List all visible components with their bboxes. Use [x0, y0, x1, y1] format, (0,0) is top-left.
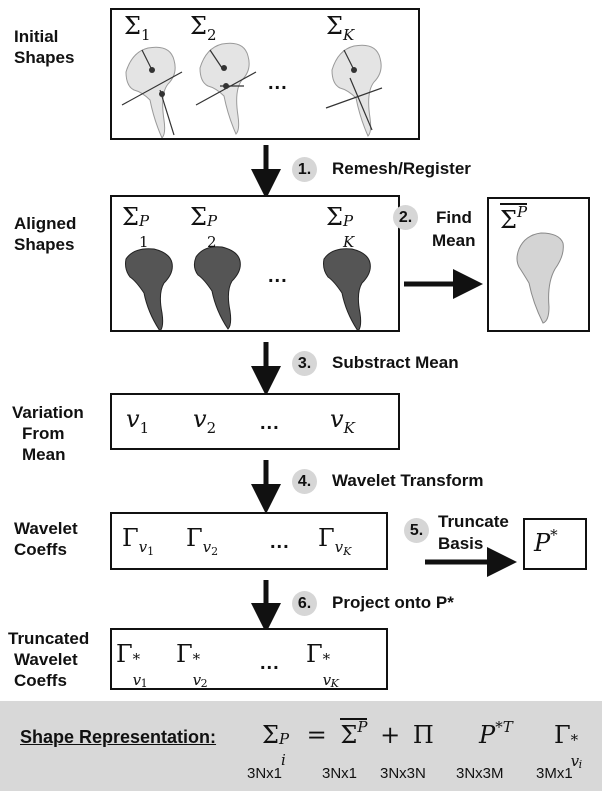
step-1-badge: 1.	[292, 157, 317, 182]
step-4-badge: 4.	[292, 469, 317, 494]
box-truncated-coeffs	[110, 628, 388, 690]
label-variation-from-mean: Variation From Mean	[12, 403, 84, 464]
step-6-label: Project onto P*	[332, 593, 454, 612]
v-1: v1	[126, 405, 150, 437]
ellipsis-initial: ...	[268, 72, 288, 94]
sigma-1: Σ1	[124, 12, 151, 44]
box-p-star	[523, 518, 587, 570]
v-k: vK	[330, 405, 355, 437]
box-initial-shapes	[110, 8, 420, 140]
label-truncated-wavelet-coeffs: Truncated Wavelet Coeffs	[8, 629, 90, 690]
mean-shape-rendering	[516, 232, 564, 324]
p-star: P*	[534, 526, 558, 557]
step-3-label: Substract Mean	[332, 353, 459, 372]
dim-4: 3Nx3M	[456, 765, 504, 782]
box-wavelet-coeffs	[110, 512, 388, 570]
mean-bone-shape	[516, 232, 564, 324]
box-mean-shape	[487, 197, 590, 332]
step-6-badge: 6.	[292, 591, 317, 616]
aligned-shape-2	[193, 246, 241, 330]
dim-1: 3Nx1	[247, 765, 283, 782]
step-1-label: Remesh/Register	[332, 159, 471, 178]
box-aligned-shapes	[110, 195, 400, 332]
box-variation	[110, 393, 400, 450]
gamma-v-k: ΓvK	[318, 524, 352, 558]
step-2-badge: 2.	[393, 205, 418, 230]
aligned-shape-1	[125, 248, 173, 330]
dim-2: 3Nx1	[322, 765, 358, 782]
aligned-shape-k	[323, 248, 371, 330]
ellipsis-wavelet: ...	[270, 531, 290, 553]
representation-title: Shape Representation:	[20, 727, 217, 747]
mean-sigma-p: ΣP	[500, 203, 528, 234]
step-3-badge: 3.	[292, 351, 317, 376]
v-2: v2	[193, 405, 217, 437]
step-5-badge: 5.	[404, 518, 429, 543]
sigma-2: Σ2	[190, 12, 217, 44]
sigma-k: ΣK	[326, 12, 355, 44]
step-4-label: Wavelet Transform	[332, 471, 484, 490]
dim-3: 3Nx3N	[380, 765, 426, 782]
shape-representation-panel	[0, 701, 602, 791]
bone-shape-1	[125, 46, 176, 138]
gamma-v-2: Γv2	[186, 524, 219, 558]
ellipsis-variation: ...	[260, 412, 280, 434]
dim-5: 3Mx1	[536, 765, 573, 782]
bone-shape-k	[331, 44, 382, 137]
initial-shape-renderings	[121, 42, 383, 138]
gamma-v-1: Γv1	[122, 524, 155, 558]
aligned-shape-renderings	[125, 246, 371, 330]
ellipsis-aligned: ...	[268, 265, 288, 287]
ellipsis-truncated: ...	[260, 652, 280, 674]
